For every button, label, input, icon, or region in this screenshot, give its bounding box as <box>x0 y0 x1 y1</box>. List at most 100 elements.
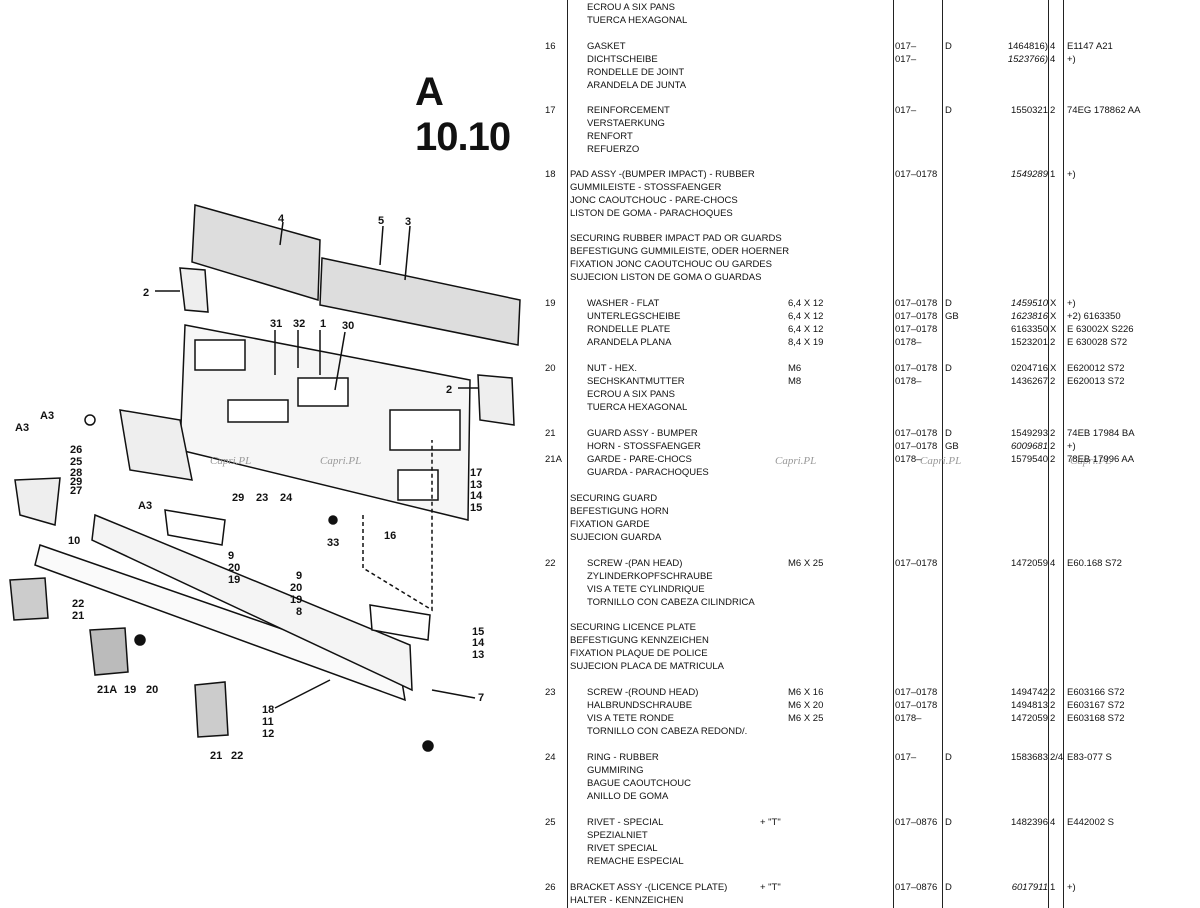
col-rule <box>893 0 894 908</box>
description: PAD ASSY -(BUMPER IMPACT) - RUBBER <box>570 169 755 180</box>
callout-label: 21A <box>97 684 118 696</box>
part-number: 1549293 <box>1011 428 1048 439</box>
callout-label: 19 <box>124 684 137 696</box>
callout-label: 22 <box>72 598 85 610</box>
model-mark: + "T" <box>760 817 781 828</box>
description: DICHTSCHEIBE <box>587 54 658 65</box>
table-row: BAGUE CAOUTCHOUC <box>545 777 1200 790</box>
table-row: VIS A TETE CYLINDRIQUE <box>545 583 1200 596</box>
table-row: SECURING LICENCE PLATE <box>545 621 1200 634</box>
quantity: X <box>1050 363 1057 374</box>
description: SUJECION LISTON DE GOMA O GUARDAS <box>570 272 762 283</box>
description: GASKET <box>587 41 626 52</box>
quantity: 4 <box>1050 54 1056 65</box>
part-number: 1472059 <box>1011 713 1048 724</box>
reference: +) <box>1067 298 1076 309</box>
description: BAGUE CAOUTCHOUC <box>587 778 691 789</box>
quantity: 4 <box>1050 817 1056 828</box>
date-range: 017–0876 <box>895 882 938 893</box>
date-range: 017– <box>895 54 917 65</box>
callout-label: 13 <box>470 479 483 491</box>
quantity: 2 <box>1050 441 1056 452</box>
part-number: 1583683 <box>1011 752 1048 763</box>
bumper-diagram-art <box>9 204 521 752</box>
table-row: SUJECION LISTON DE GOMA O GUARDAS <box>545 271 1200 284</box>
callout-label: 8 <box>296 606 303 618</box>
callout-label: 11 <box>262 716 274 728</box>
callout-label: 2 <box>143 287 150 299</box>
date-range: 0178– <box>895 376 922 387</box>
table-row: TUERCA HEXAGONAL <box>545 401 1200 414</box>
description: FIXATION PLAQUE DE POLICE <box>570 648 708 659</box>
quantity: 2 <box>1050 376 1056 387</box>
callout-label: 26 <box>70 444 83 456</box>
table-row: FIXATION JONC CAOUTCHOUC OU GARDES <box>545 258 1200 271</box>
description: GUMMIRING <box>587 765 644 776</box>
table-row: FIXATION PLAQUE DE POLICE <box>545 647 1200 660</box>
description: GARDE - PARE-CHOCS <box>587 454 692 465</box>
dimension: 6,4 X 12 <box>788 298 824 309</box>
watermark: Capri.PL <box>210 455 252 467</box>
dimension: M8 <box>788 376 802 387</box>
part-number: 1482396 <box>1011 817 1048 828</box>
item-number: 19 <box>545 298 556 309</box>
table-row: TUERCA HEXAGONAL <box>545 14 1200 27</box>
reference: +2) 6163350 <box>1067 311 1121 322</box>
col-rule <box>1048 0 1049 908</box>
reference: E620013 S72 <box>1067 376 1125 387</box>
callout-label: 15 <box>472 626 485 638</box>
description: ARANDELA PLANA <box>587 337 672 348</box>
table-row: FIXATION GARDE <box>545 518 1200 531</box>
reference: +) <box>1067 54 1076 65</box>
description: GUARD ASSY - BUMPER <box>587 428 698 439</box>
table-row: RENFORT <box>545 130 1200 143</box>
description: TORNILLO CON CABEZA REDOND/. <box>587 726 748 737</box>
date-range: 017–0178 <box>895 298 938 309</box>
callout-label: 15 <box>470 502 483 514</box>
part-number: 1472059 <box>1011 558 1048 569</box>
item-number: 16 <box>545 41 556 52</box>
item-number: 17 <box>545 105 556 116</box>
date-range: 0178– <box>895 454 922 465</box>
callout-label: 23 <box>256 492 269 504</box>
item-number: 18 <box>545 169 556 180</box>
part-number: 1549289 <box>1011 169 1048 180</box>
callout-label: A3 <box>138 500 153 512</box>
description: ECROU A SIX PANS <box>587 2 675 13</box>
description: SCREW -(ROUND HEAD) <box>587 687 699 698</box>
description: TORNILLO CON CABEZA CILINDRICA <box>587 597 755 608</box>
description: SUJECION GUARDA <box>570 532 662 543</box>
description: RIVET SPECIAL <box>587 843 658 854</box>
description: SECHSKANTMUTTER <box>587 376 685 387</box>
quantity: 2 <box>1050 687 1056 698</box>
callout-label: 32 <box>293 318 306 330</box>
watermark: Capri.PL <box>320 455 362 467</box>
description: ARANDELA DE JUNTA <box>587 80 687 91</box>
part-number: 1550321 <box>1011 105 1048 116</box>
reference: 74EB 17984 BA <box>1067 428 1135 439</box>
callout-label: 21 <box>210 750 223 762</box>
dimension: M6 X 16 <box>788 687 824 698</box>
reference: E1147 A21 <box>1067 41 1113 52</box>
parts-table: Capri.PL Capri.PL Capri.PL ECROU A SIX P… <box>545 0 1200 908</box>
description: VIS A TETE RONDE <box>587 713 674 724</box>
date-range: 017–0178 <box>895 324 938 335</box>
table-row: HALTER - KENNZEICHEN <box>545 894 1200 907</box>
country-code: GB <box>945 311 959 322</box>
description: HALTER - KENNZEICHEN <box>570 895 684 906</box>
item-number: 26 <box>545 882 556 893</box>
description: SECURING LICENCE PLATE <box>570 622 696 633</box>
table-row: ECROU A SIX PANS <box>545 388 1200 401</box>
date-range: 017– <box>895 41 917 52</box>
quantity: 4 <box>1050 558 1056 569</box>
country-code: D <box>945 41 952 52</box>
